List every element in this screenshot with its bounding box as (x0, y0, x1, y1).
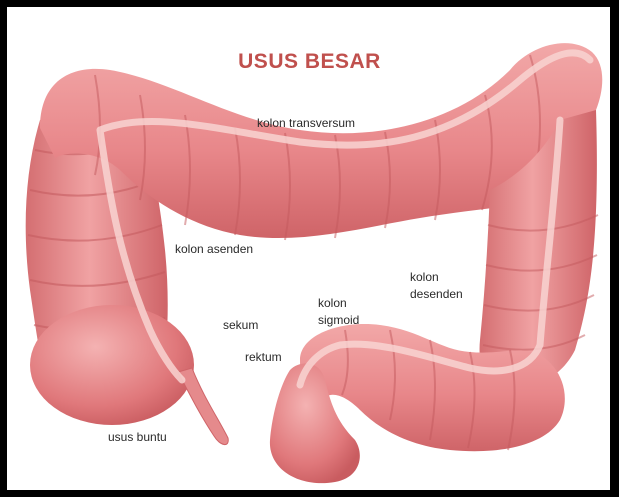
label-kolon-sigmoid-line1: kolon (318, 296, 347, 311)
label-rektum: rektum (245, 350, 282, 365)
label-usus-buntu: usus buntu (108, 430, 167, 445)
usus-buntu-shape (178, 368, 228, 445)
label-kolon-desenden-line2: desenden (410, 287, 463, 302)
label-kolon-transversum: kolon transversum (257, 116, 355, 131)
label-kolon-desenden-line1: kolon (410, 270, 439, 285)
label-kolon-sigmoid-line2: sigmoid (318, 313, 359, 328)
label-sekum: sekum (223, 318, 258, 333)
label-kolon-asenden: kolon asenden (175, 242, 253, 257)
diagram-title: USUS BESAR (0, 50, 619, 74)
